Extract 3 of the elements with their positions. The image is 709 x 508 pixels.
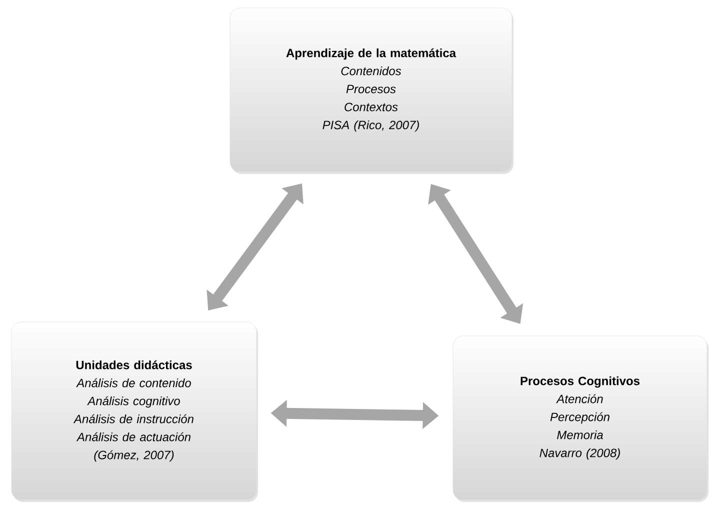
rounded-box: Procesos Cognitivos Atención Percepción Memoria Navarro (2008) [452, 336, 708, 502]
rounded-box: Aprendizaje de la matemática Contenidos Procesos Contextos PISA (Rico, 2007) [230, 8, 514, 174]
rounded-box: Unidades didácticas Análisis de contenido Análisis cognitivo Análisis de instrucción Análisis de actuación (Gómez, 2007) [11, 322, 258, 502]
